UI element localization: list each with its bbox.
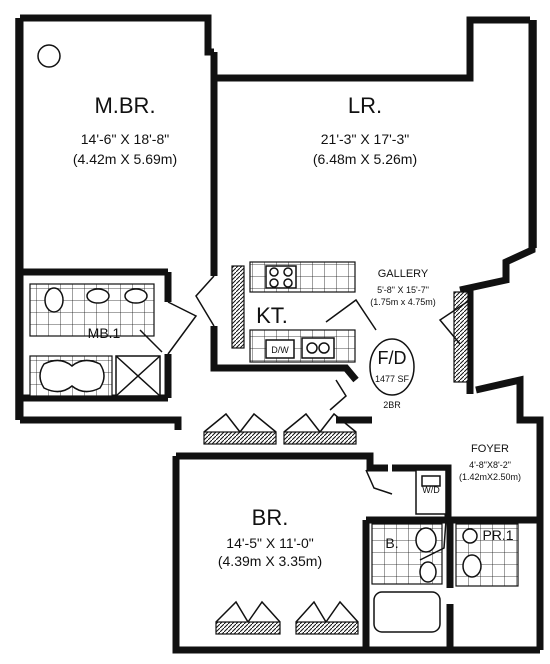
sink-icon [419, 561, 437, 583]
bedroom-name: BR. [252, 505, 289, 530]
closet-hatch [283, 431, 357, 445]
bath-name: B. [385, 535, 398, 551]
closet-hatch [203, 431, 277, 445]
bedroom-dim-metric: (4.39m X 3.35m) [218, 553, 322, 569]
gallery-name: GALLERY [378, 268, 429, 280]
master-bedroom-dim-imperial: 14'-6" X 18'-8" [81, 131, 169, 147]
foyer-dim-metric: (1.42mX2.50m) [459, 472, 521, 482]
interior-walls [20, 78, 540, 650]
kitchen-cabinet-hatch [231, 265, 245, 349]
washer-dryer [415, 469, 447, 515]
master-bedroom-dim-metric: (4.42m X 5.69m) [73, 151, 177, 167]
bathtub-icon [373, 591, 441, 633]
sink-icon [86, 288, 110, 304]
kitchen-fixtures [231, 261, 356, 363]
door-swings [167, 275, 471, 561]
unit-area: 1477 SF [375, 374, 410, 384]
master-bath-name: MB.1 [88, 325, 121, 341]
toilet-icon [415, 527, 437, 553]
cooktop [265, 265, 297, 289]
master-bedroom-name: M.BR. [94, 93, 155, 118]
unit-code: F/D [378, 348, 407, 368]
closet-hatch [215, 621, 281, 635]
living-room-name: LR. [348, 93, 382, 118]
powder-room-name: PR.1 [482, 527, 513, 543]
bedroom-closets-bottom [215, 600, 359, 635]
column-marker [37, 44, 61, 68]
bath-fixtures [371, 469, 519, 633]
living-room-dim-imperial: 21'-3" X 17'-3" [321, 131, 409, 147]
living-room-dim-metric: (6.48m X 5.26m) [313, 151, 417, 167]
sink-icon [462, 528, 478, 544]
washer-dryer-label: W/D [422, 485, 440, 495]
kitchen-name: KT. [256, 303, 288, 328]
foyer-name: FOYER [471, 443, 509, 455]
dishwasher-label: D/W [271, 345, 289, 355]
foyer-dim-imperial: 4'-8"X8'-2" [469, 460, 511, 470]
gallery-dim-imperial: 5'-8" X 15'-7" [377, 285, 429, 295]
sink-icon [124, 288, 148, 304]
master-bath-fixtures [29, 283, 163, 397]
gallery-dim-metric: (1.75m x 4.75m) [370, 297, 436, 307]
closet-hatch [295, 621, 359, 635]
dishwasher [265, 339, 295, 359]
unit-type: 2BR [383, 400, 401, 410]
toilet-icon [44, 287, 64, 313]
unit-badge [369, 338, 415, 396]
bedroom-closets-top [203, 412, 357, 445]
bathtub-icon [39, 359, 105, 393]
bedroom-dim-imperial: 14'-5" X 11'-0" [226, 535, 313, 551]
outer-walls [15, 14, 544, 654]
toilet-icon [462, 554, 482, 578]
